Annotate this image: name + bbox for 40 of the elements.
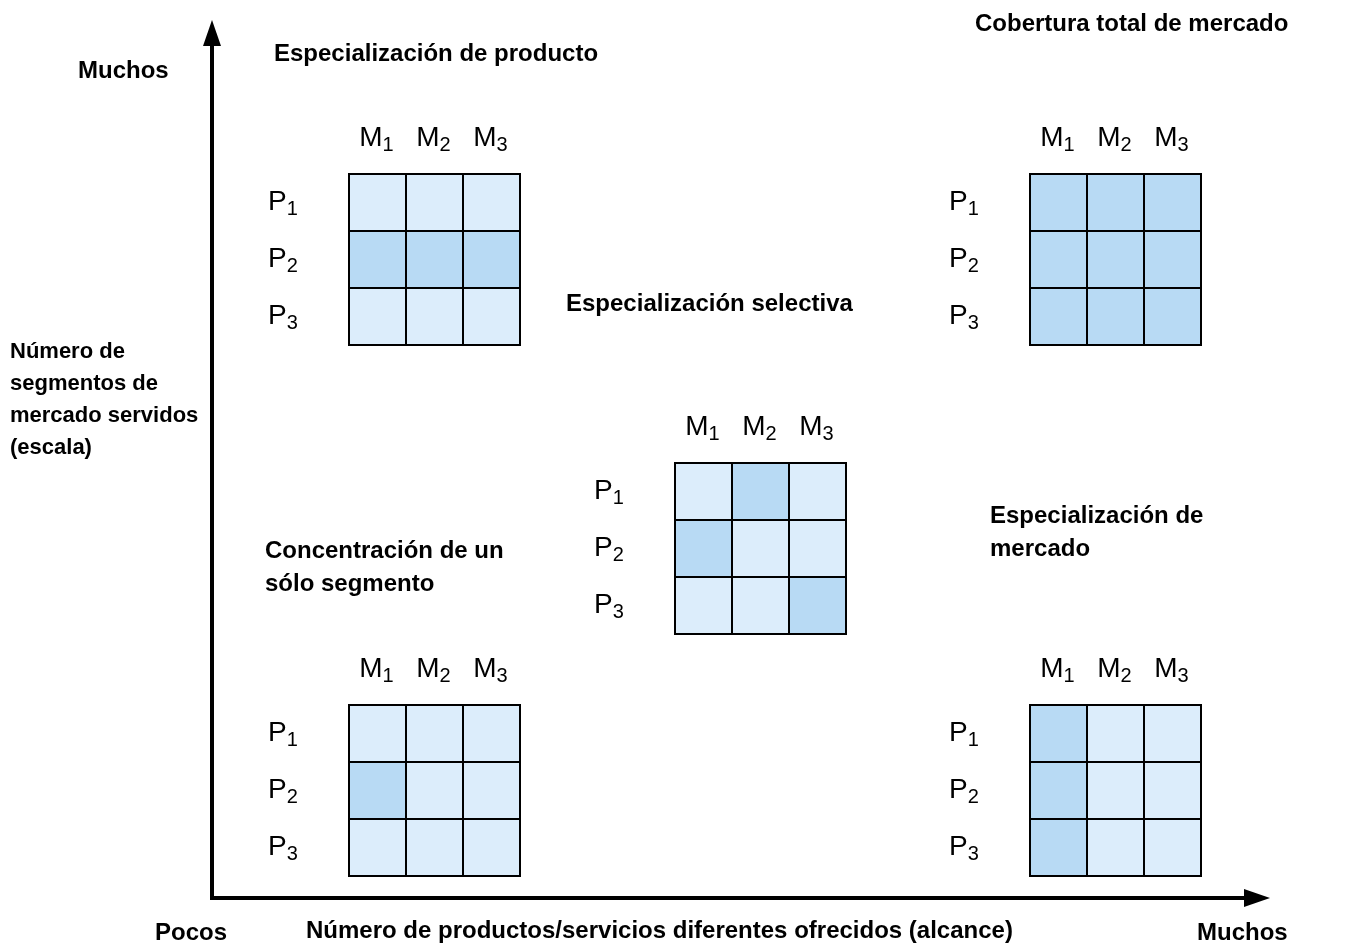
strategy-heading: Especialización de producto [274, 38, 600, 68]
product-label: P$_{1}$ [949, 716, 980, 748]
axis-label: Número de segmentos de mercado servidos (escala) [10, 337, 200, 461]
product-label: P$_{2}$ [949, 242, 980, 274]
market-label: M$_{1}$ [1039, 121, 1076, 153]
market-label: M$_{1}$ [358, 652, 395, 684]
product-label: P$_{3}$ [268, 830, 299, 862]
product-label: P$_{3}$ [949, 830, 980, 862]
market-label: M$_{2}$ [415, 652, 452, 684]
market-label: M$_{3}$ [798, 410, 835, 442]
product-label: P$_{3}$ [594, 588, 625, 620]
market-label: M$_{2}$ [1096, 652, 1133, 684]
strategy-heading: Cobertura total de mercado [975, 8, 1290, 38]
market-label: M$_{2}$ [1096, 121, 1133, 153]
product-label: P$_{1}$ [268, 185, 299, 217]
strategy-heading: Especialización selectiva [566, 288, 854, 318]
market-label: M$_{3}$ [472, 652, 509, 684]
market-label: M$_{1}$ [1039, 652, 1076, 684]
product-label: P$_{2}$ [268, 242, 299, 274]
product-label: P$_{1}$ [594, 474, 625, 506]
market-label: M$_{2}$ [415, 121, 452, 153]
strategy-heading: Concentración de un sólo segmento [265, 535, 505, 598]
market-label: M$_{3}$ [1153, 121, 1190, 153]
market-label: M$_{1}$ [358, 121, 395, 153]
axis-end-label: Muchos [1197, 917, 1289, 947]
axis-end-label: Muchos [78, 55, 170, 85]
market-label: M$_{3}$ [1153, 652, 1190, 684]
product-label: P$_{2}$ [268, 773, 299, 805]
product-label: P$_{3}$ [949, 299, 980, 331]
product-label: P$_{2}$ [949, 773, 980, 805]
product-label: P$_{1}$ [949, 185, 980, 217]
axis-label: Número de productos/servicios diferentes ofrecidos (alcance) [306, 915, 1014, 945]
strategy-heading: Especialización de mercado [990, 500, 1205, 563]
market-label: M$_{1}$ [684, 410, 721, 442]
product-label: P$_{3}$ [268, 299, 299, 331]
axis-end-label: Pocos [155, 917, 229, 947]
market-label: M$_{2}$ [741, 410, 778, 442]
market-label: M$_{3}$ [472, 121, 509, 153]
product-label: P$_{1}$ [268, 716, 299, 748]
product-label: P$_{2}$ [594, 531, 625, 563]
